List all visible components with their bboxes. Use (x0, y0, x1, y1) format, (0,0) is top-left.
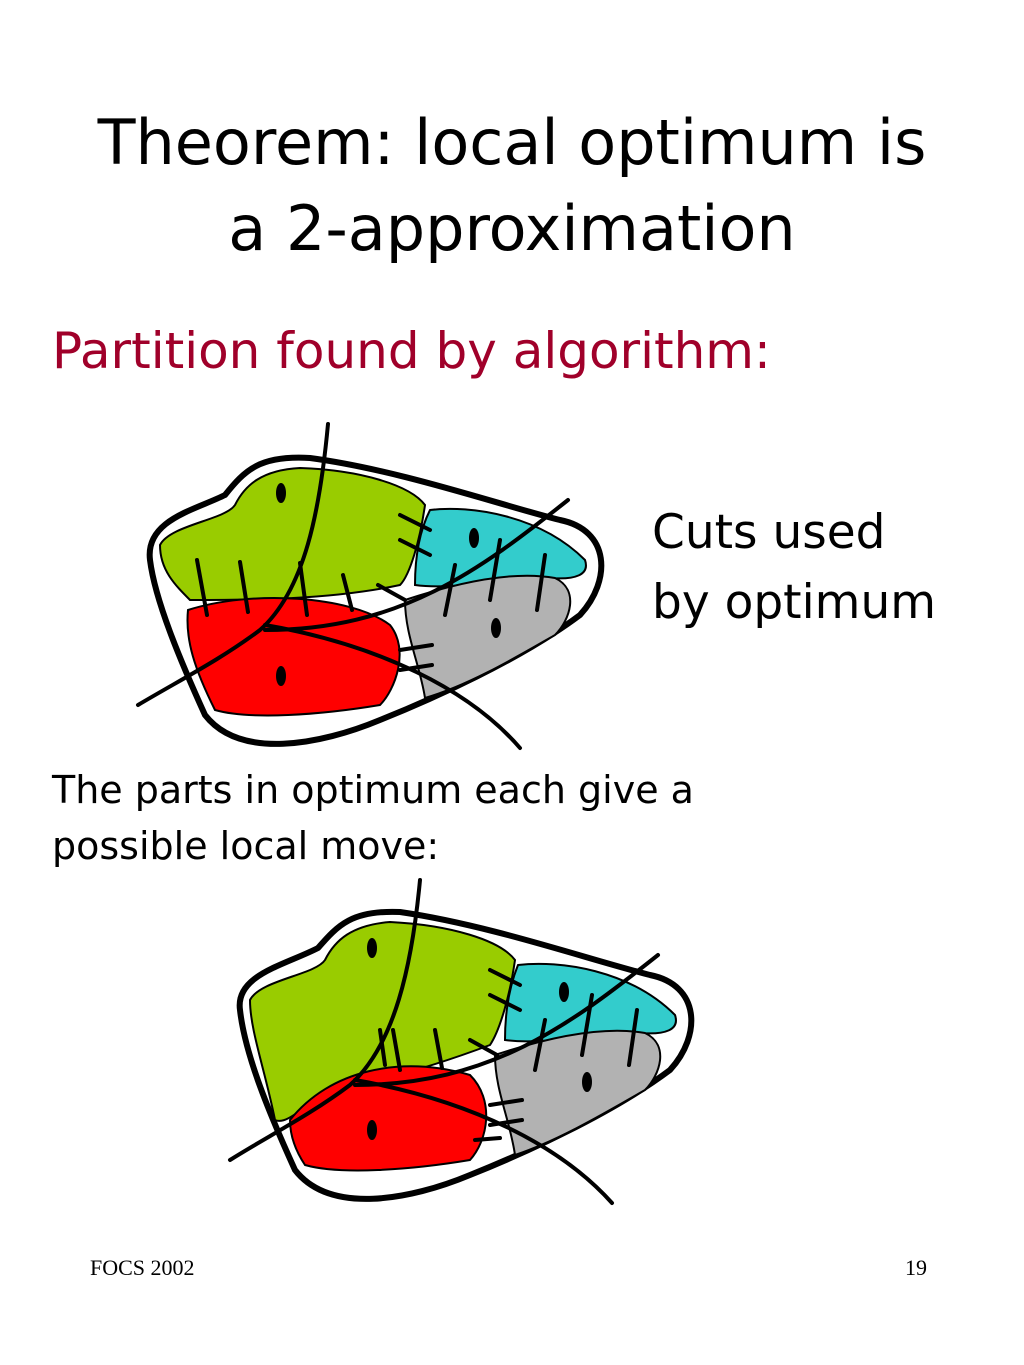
vertex-dot (559, 982, 569, 1002)
edge-tick (298, 561, 309, 617)
edge-tick (398, 643, 434, 652)
title-line-1: Theorem: local optimum is (97, 106, 927, 179)
edge-tick (468, 1038, 499, 1057)
edge-tick (391, 1028, 402, 1072)
title-line-2: a 2-approximation (228, 192, 796, 265)
optimum-cut-line (136, 422, 330, 707)
edge-tick (473, 1136, 502, 1142)
edge-tick (488, 968, 522, 987)
edge-tick (488, 1098, 524, 1107)
edge-tick (535, 553, 547, 612)
edge-tick (376, 583, 407, 602)
footer-conference: FOCS 2002 (90, 1255, 195, 1280)
edge-tick (488, 538, 502, 602)
edge-tick (488, 1118, 524, 1127)
edge-tick (398, 513, 432, 532)
edge-tick (580, 993, 594, 1057)
optimum-cut-line (263, 623, 522, 750)
edge-tick (378, 1028, 387, 1067)
side-note-line-1: Cuts used (652, 505, 886, 560)
edge-tick (398, 663, 434, 672)
side-note-line-2: by optimum (652, 575, 937, 630)
vertex-dot (276, 666, 286, 686)
vertex-dot (367, 1120, 377, 1140)
caption: The parts in optimum each give a possibl… (52, 762, 694, 874)
vertex-dot (276, 483, 286, 503)
vertex-dot (367, 938, 377, 958)
green-part (248, 920, 517, 1122)
slide-title: Theorem: local optimum is a 2-approximat… (0, 100, 1024, 272)
vertex-dot (582, 1072, 592, 1092)
caption-line-1: The parts in optimum each give a (52, 768, 694, 812)
vertex-dot (469, 528, 479, 548)
side-note: Cuts used by optimum (652, 498, 936, 638)
optimum-cut-line (228, 878, 422, 1162)
vertex-dot (491, 618, 501, 638)
page-number: 19 (905, 1255, 927, 1280)
edge-tick (238, 560, 250, 614)
optimum-cut-line (263, 498, 570, 632)
edge-tick (341, 573, 354, 612)
optimum-cut-line (353, 1078, 614, 1205)
edge-tick (627, 1008, 639, 1067)
edge-tick (195, 558, 209, 617)
edge-tick (398, 538, 432, 557)
edge-tick (533, 1018, 547, 1072)
caption-line-2: possible local move: (52, 824, 440, 868)
red-part (186, 597, 401, 717)
edge-tick (433, 1028, 444, 1070)
optimum-cut-line (353, 953, 660, 1087)
edge-tick (488, 993, 522, 1012)
edge-tick (443, 563, 457, 617)
subtitle: Partition found by algorithm: (52, 322, 771, 380)
